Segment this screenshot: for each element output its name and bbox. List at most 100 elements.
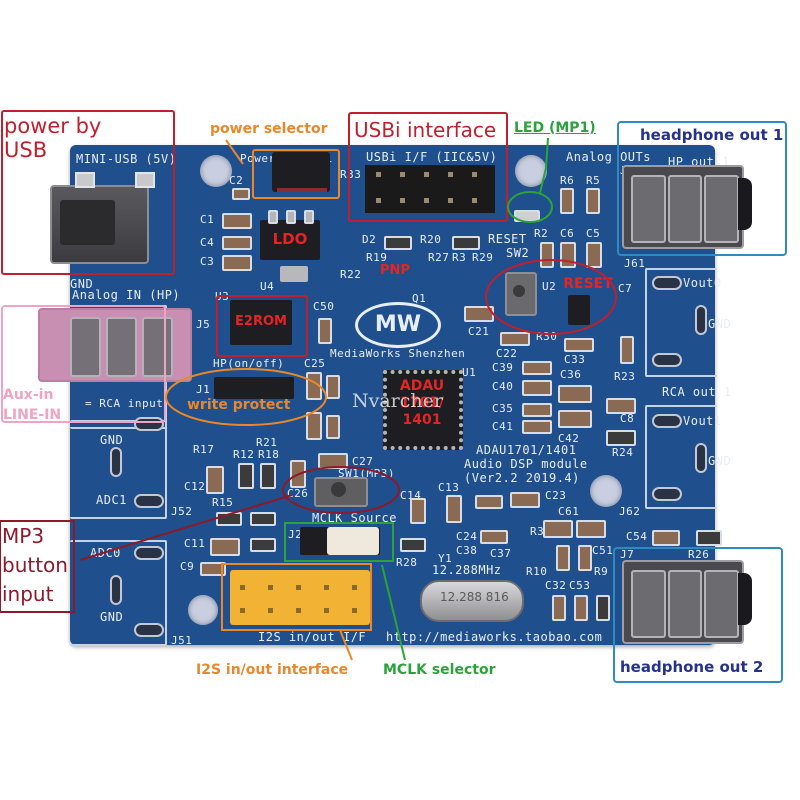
designator: R12 — [233, 448, 255, 461]
designator: R27 — [428, 251, 450, 264]
jack-contact — [142, 317, 173, 377]
designator: R3 — [452, 251, 467, 264]
designator: R5 — [586, 174, 601, 187]
headphone-jack-1[interactable] — [622, 165, 744, 249]
resistor — [620, 336, 634, 364]
designator: U4 — [260, 280, 275, 293]
designator: C7 — [618, 282, 633, 295]
capacitor — [318, 318, 332, 344]
vout0-pad — [652, 276, 682, 290]
designator: C1 — [200, 213, 215, 226]
mediaworks-logo: MW — [355, 302, 441, 348]
designator: J5 — [196, 318, 211, 331]
resistor — [250, 512, 276, 526]
designator: C39 — [492, 361, 514, 374]
aux-in-jack[interactable] — [38, 308, 192, 382]
designator: C3 — [200, 255, 215, 268]
designator: J61 — [624, 257, 646, 270]
header-pin — [400, 198, 405, 203]
power-selector-jumper[interactable] — [272, 152, 330, 192]
designator: C33 — [564, 353, 586, 366]
header-pin — [376, 198, 381, 203]
silk-gnd: GND — [708, 317, 732, 331]
designator: C38 — [456, 544, 478, 557]
capacitor — [232, 188, 250, 200]
jack-barrel — [738, 573, 752, 625]
capacitor — [510, 492, 540, 508]
resistor — [260, 463, 276, 489]
ldo-pin — [286, 210, 296, 224]
capacitor — [326, 375, 340, 399]
designator: R29 — [472, 251, 494, 264]
designator: C23 — [545, 489, 567, 502]
designator: C41 — [492, 420, 514, 433]
gnd-pad — [110, 575, 122, 605]
designator: C12 — [184, 480, 206, 493]
capacitor — [446, 495, 462, 523]
write-protect-jumper[interactable] — [214, 377, 294, 399]
silk-url: http://mediaworks.taobao.com — [386, 630, 603, 644]
designator: Q1 — [412, 292, 427, 305]
i2s-interface-label: I2S in/out interface — [196, 662, 349, 678]
pad — [134, 623, 164, 637]
capacitor — [475, 495, 503, 509]
e2rom-label: E2ROM — [235, 314, 287, 329]
vout1-panel — [645, 405, 717, 509]
designator: R18 — [258, 448, 280, 461]
jack-barrel — [738, 178, 752, 230]
silk-gnd: GND — [100, 433, 124, 447]
crystal-oscillator — [420, 580, 524, 622]
reset-chip-label: RESET — [563, 276, 613, 292]
resistor — [560, 188, 574, 214]
headphone-jack-2[interactable] — [622, 560, 744, 644]
designator: C54 — [626, 530, 648, 543]
pnp-label: PNP — [380, 263, 410, 278]
capacitor — [500, 332, 530, 346]
silk-mediaworks: MediaWorks Shenzhen — [330, 347, 466, 360]
header-pin — [448, 172, 453, 177]
jack-contact — [631, 175, 666, 243]
designator: C9 — [180, 560, 195, 573]
header-pin — [240, 608, 245, 613]
resistor — [556, 545, 570, 571]
capacitor — [540, 242, 554, 268]
designator: R2 — [534, 227, 549, 240]
header-pin — [424, 172, 429, 177]
silk-vout0: Vout0 — [683, 276, 722, 290]
jack-contact — [631, 570, 666, 638]
designator: R21 — [256, 436, 278, 449]
adau-dsp-chip — [383, 370, 463, 450]
silk-module-line1: ADAU1701/1401 — [476, 443, 577, 457]
ldo-pin — [304, 210, 314, 224]
i2s-header[interactable] — [230, 570, 370, 625]
power-selector-label: power selector — [210, 121, 328, 137]
usb-pad — [135, 172, 155, 188]
silk-adc0: ADC0 — [90, 546, 121, 560]
designator: C26 — [287, 487, 309, 500]
silk-rca-input: = RCA input — [85, 397, 164, 410]
pad — [652, 487, 682, 501]
mounting-hole — [590, 475, 622, 507]
designator: J51 — [171, 634, 193, 647]
designator: R30 — [536, 330, 558, 343]
resistor — [384, 236, 412, 250]
capacitor — [326, 415, 340, 439]
silk-analog-in: Analog IN (HP) — [72, 288, 181, 302]
silk-gnd: GND — [708, 454, 732, 468]
designator: C32 — [545, 579, 567, 592]
mounting-hole — [188, 595, 218, 625]
jumper-cap-stripe — [277, 188, 327, 192]
pad — [652, 353, 682, 367]
header-pin — [472, 172, 477, 177]
adc0-pad — [134, 546, 164, 560]
reset-button-cap — [513, 285, 525, 297]
pad — [134, 417, 164, 431]
mp3-button-cap — [331, 482, 346, 497]
capacitor — [200, 562, 226, 576]
aux-in-label: Aux-in LINE-IN — [3, 387, 62, 423]
designator: R28 — [396, 556, 418, 569]
silk-hp-on-off: HP(on/off) — [213, 357, 285, 370]
designator: C11 — [184, 537, 206, 550]
designator: C4 — [200, 236, 215, 249]
capacitor — [410, 498, 426, 524]
